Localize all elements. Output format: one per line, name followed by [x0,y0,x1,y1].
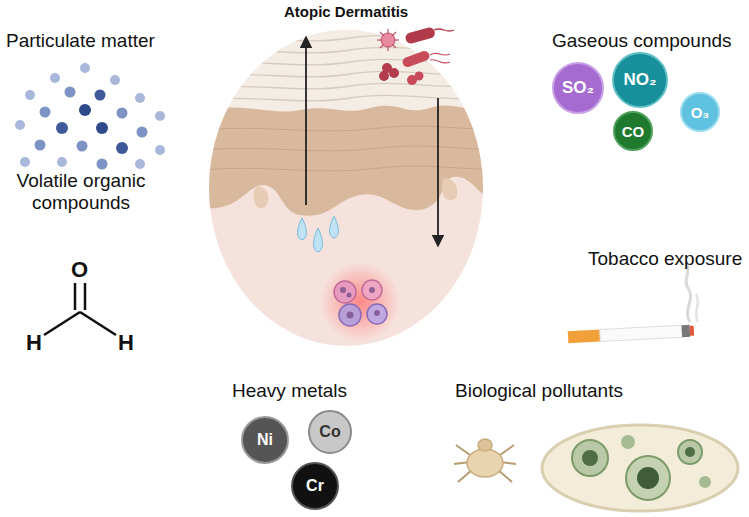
compound-circle: Co [308,410,352,454]
compound-circle: NO₂ [612,52,668,108]
dust-mite [454,439,516,482]
microbes [377,26,454,85]
category-label: Tobacco exposure [588,248,742,270]
atom-label: O [71,257,88,282]
atom-label: H [118,330,134,355]
petri-dish [542,425,738,511]
compound-text: NO₂ [623,70,656,90]
title: Atopic Dermatitis [284,3,408,20]
category-label: Gaseous compounds [552,30,732,52]
category-label: Biological pollutants [455,380,623,402]
compound-text: CO [622,123,645,140]
compound-circle: SO₂ [552,62,604,114]
skin-section [200,20,500,360]
compound-text: Co [319,423,340,441]
atom-label: H [26,330,42,355]
formaldehyde-bonds [44,283,116,335]
compound-circle: Ni [241,416,289,464]
water-drops [298,216,339,252]
compound-circle: CO [613,111,653,151]
cigarette [568,262,698,343]
category-label: Heavy metals [232,380,347,402]
compound-text: O₃ [691,104,710,121]
compound-circle: O₃ [680,92,720,132]
compound-text: Ni [257,431,273,449]
category-label: Particulate matter [6,30,155,52]
particulate-dots [15,63,165,170]
entry-arrow [437,98,439,245]
compound-text: Cr [306,477,324,495]
compound-circle: Cr [291,462,339,510]
loss-arrow [305,38,307,205]
category-label: Volatile organic compounds [0,170,162,214]
compound-text: SO₂ [562,78,594,98]
